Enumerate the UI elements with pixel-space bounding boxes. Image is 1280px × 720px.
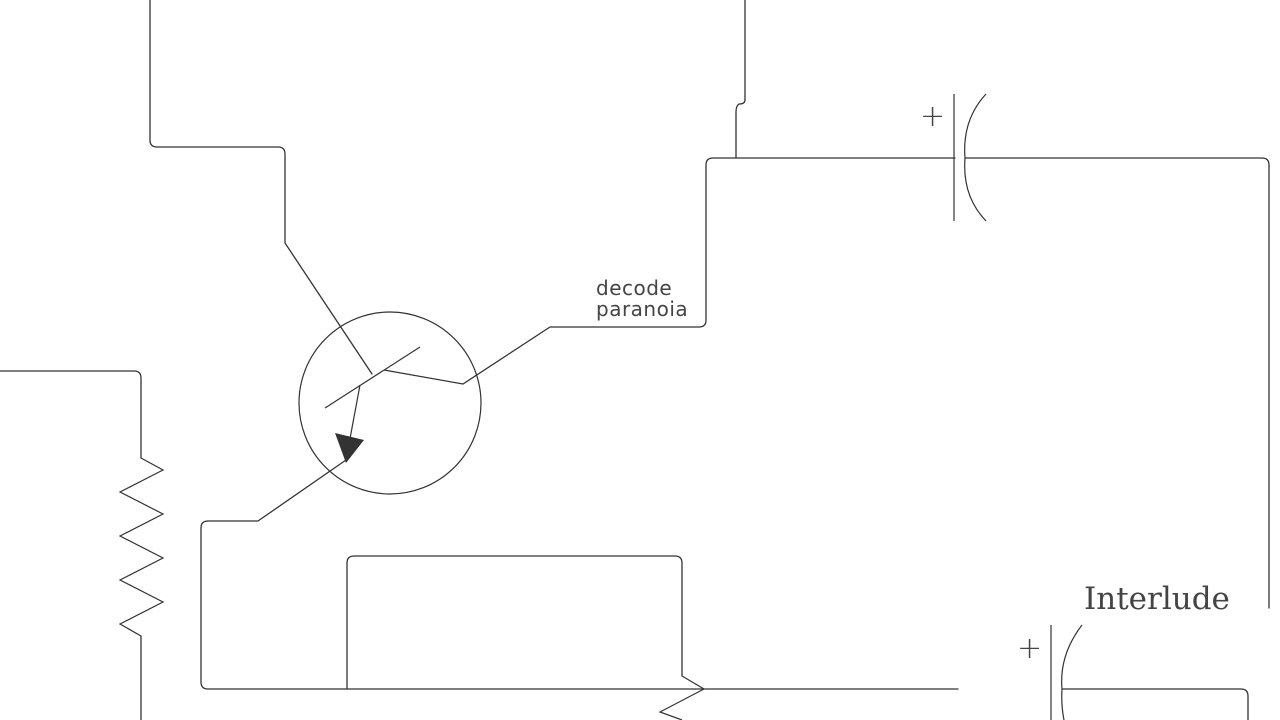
wire-capacitor1-right — [964, 157, 1270, 609]
resistor-bottom — [658, 675, 706, 720]
resistor-bottom-zigzag — [658, 675, 706, 720]
capacitor-1-plus-sign: + — [920, 99, 945, 134]
wire-collector — [149, 0, 373, 375]
capacitor-1: + — [920, 93, 987, 222]
capacitor-2: + — [1017, 624, 1249, 720]
transistor-emitter-arrow — [335, 433, 364, 463]
capacitor-2-plus-sign: + — [1017, 631, 1042, 666]
transistor-label-line2: paranoia — [596, 297, 688, 321]
resistor-left-zigzag — [118, 457, 165, 637]
wire-left-top — [0, 370, 142, 459]
wire-capacitor2-right — [1061, 688, 1249, 720]
wire-top-right — [735, 0, 746, 159]
transistor-base-lead — [383, 369, 464, 385]
transistor-label-line1: decode — [596, 276, 672, 300]
transistor — [200, 311, 959, 690]
wire-base-to-rail — [462, 157, 956, 385]
resistor-left — [0, 370, 165, 720]
transistor-base-bar — [324, 346, 421, 409]
corner-label: Interlude — [1084, 581, 1230, 617]
transistor-body — [298, 311, 482, 495]
wire-bottom-loop — [346, 555, 683, 690]
wire-emitter — [200, 459, 959, 690]
